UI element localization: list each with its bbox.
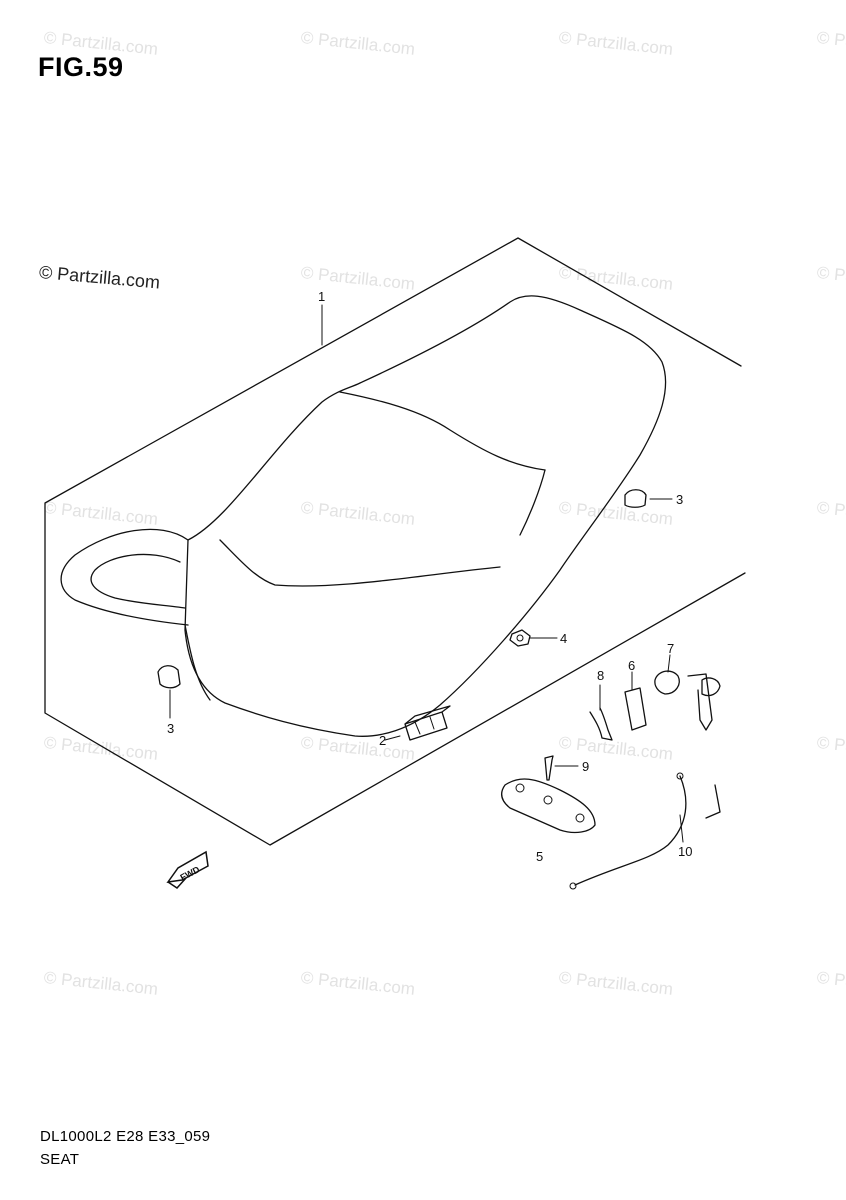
seat-outline — [184, 295, 667, 737]
callout-1: 1 — [318, 289, 325, 304]
seat-side-line — [219, 539, 501, 587]
callout-9: 9 — [582, 759, 589, 774]
seat-tail-edge — [184, 624, 211, 701]
cushion-block — [404, 705, 451, 741]
latch-bracket — [501, 778, 596, 834]
callout-6: 6 — [628, 658, 635, 673]
key-2 — [701, 677, 721, 697]
callout-8: 8 — [597, 668, 604, 683]
lock-cylinder — [654, 670, 680, 695]
callout-10: 10 — [678, 844, 692, 859]
seat-tail-section — [60, 528, 189, 626]
nut — [509, 629, 531, 647]
seat-tail-inner — [90, 553, 186, 609]
seat-hook — [589, 707, 613, 741]
leader-line — [667, 654, 671, 673]
seat-step-line — [339, 391, 546, 471]
diagram-name: SEAT — [40, 1151, 80, 1168]
rubber-cushion-front — [624, 489, 647, 508]
callout-4: 4 — [560, 631, 567, 646]
callout-3: 3 — [676, 492, 683, 507]
lock-cover — [624, 687, 647, 731]
lock-cable — [574, 775, 721, 886]
rubber-cushion-rear — [157, 665, 181, 689]
key-1 — [687, 673, 713, 731]
leader-line — [679, 814, 684, 843]
seat-front-contour — [519, 469, 546, 536]
figure-title: FIG.59 — [38, 52, 124, 82]
diagram-code: DL1000L2 E28 E33_059 — [40, 1128, 211, 1145]
callout-3: 3 — [167, 721, 174, 736]
screw — [544, 755, 554, 781]
assembly-frame — [44, 237, 746, 846]
callout-2: 2 — [379, 733, 386, 748]
callout-7: 7 — [667, 641, 674, 656]
callout-5: 5 — [536, 849, 543, 864]
leader-line — [384, 735, 401, 741]
forward-arrow: FWD — [166, 850, 209, 889]
